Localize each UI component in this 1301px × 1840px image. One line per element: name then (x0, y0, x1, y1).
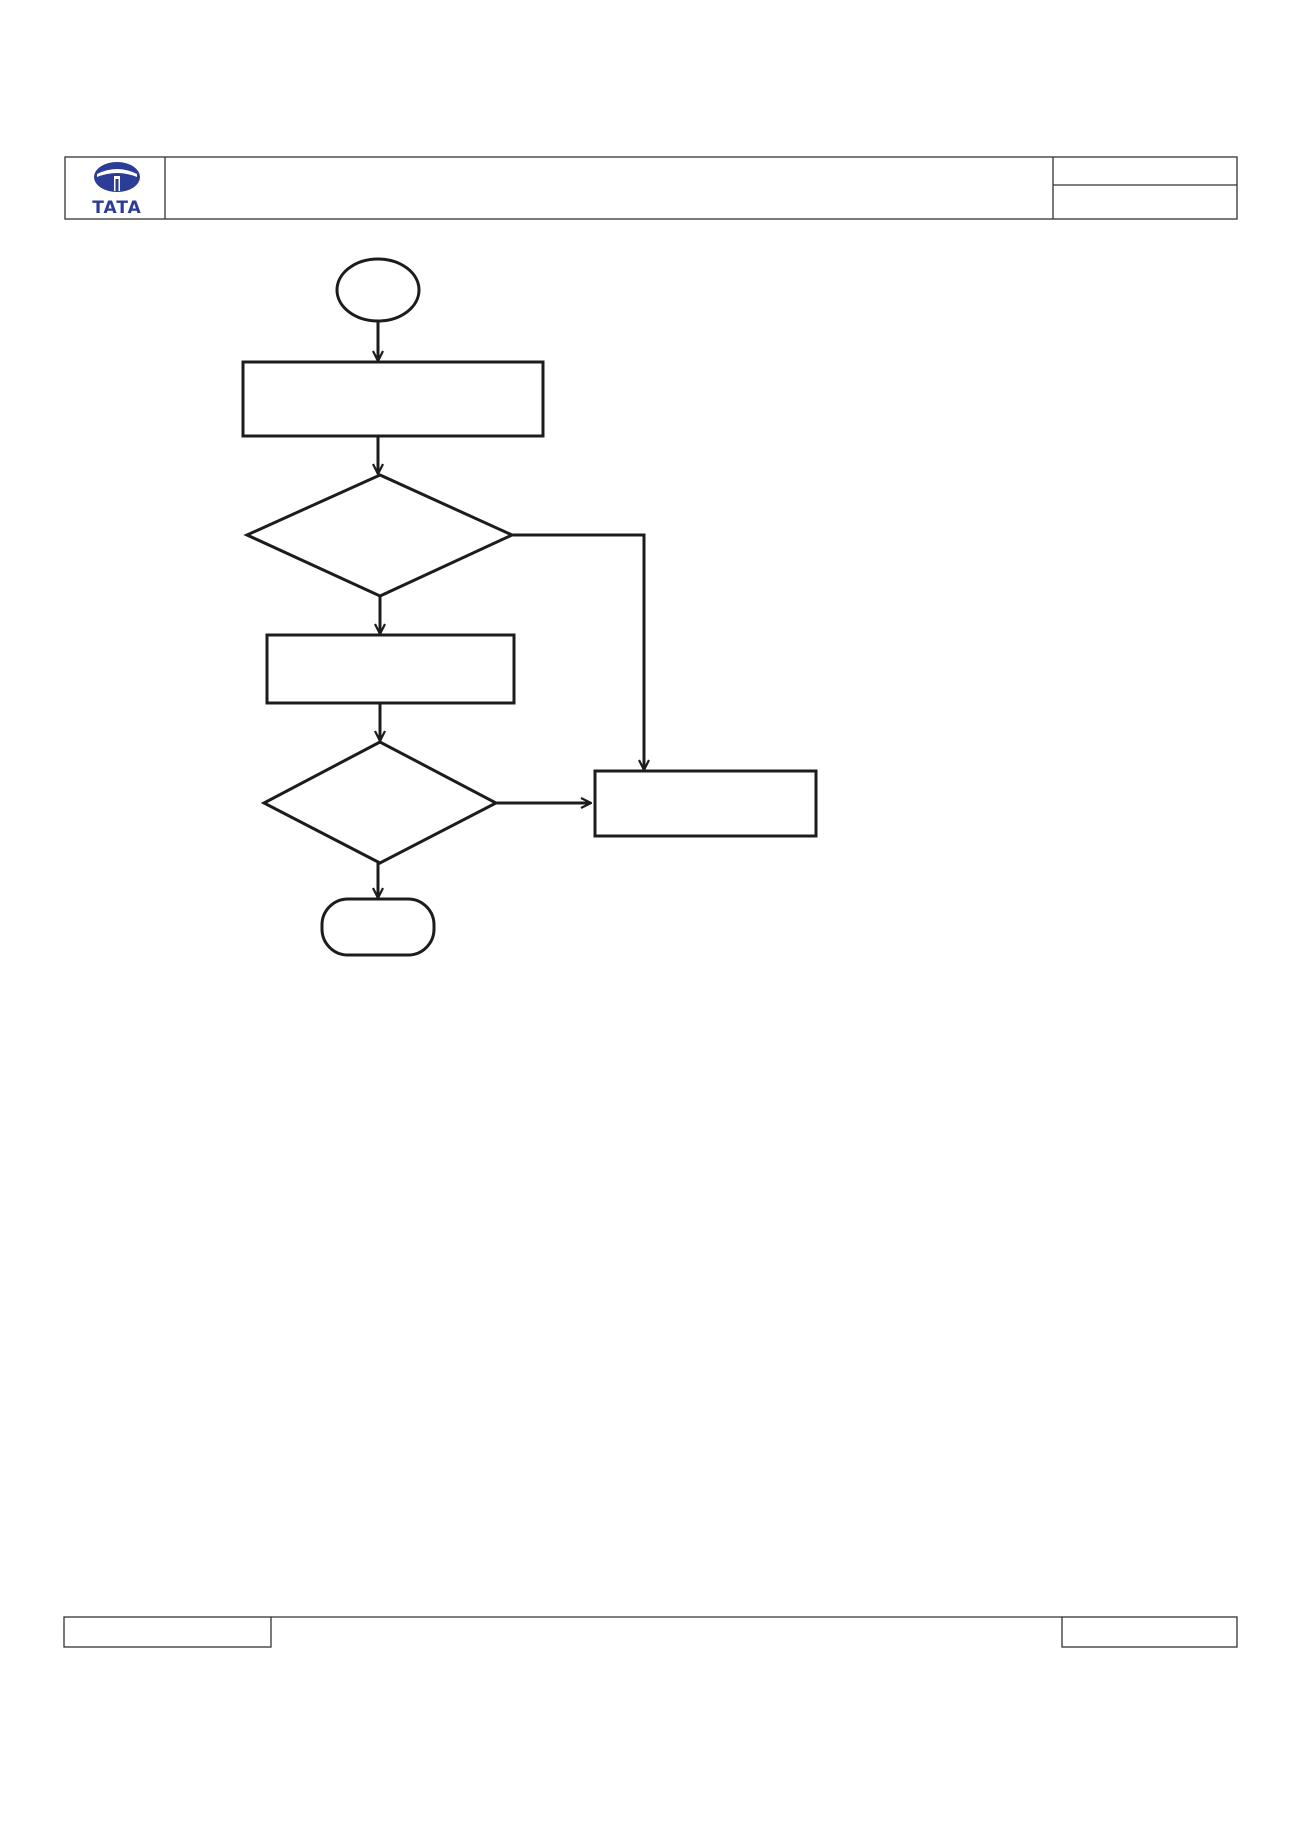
footer-right-box (1061, 1616, 1238, 1648)
process-step-1 (241, 360, 545, 438)
tata-logo: TATA (92, 162, 142, 218)
decision-2 (260, 740, 500, 865)
start-node (335, 257, 421, 323)
process-step-2 (265, 633, 516, 705)
decision-1 (243, 473, 516, 598)
end-node (320, 897, 436, 957)
edge-decision-1-to-side-step (512, 533, 644, 770)
footer-left-box (63, 1616, 272, 1648)
process-side-step (593, 769, 818, 838)
tata-emblem-icon (94, 162, 140, 192)
document-header: TATA (64, 156, 1238, 220)
logo-wordmark: TATA (92, 198, 142, 218)
document-footer (63, 1616, 1238, 1648)
header-frame (64, 156, 1238, 220)
flowchart (241, 257, 818, 957)
